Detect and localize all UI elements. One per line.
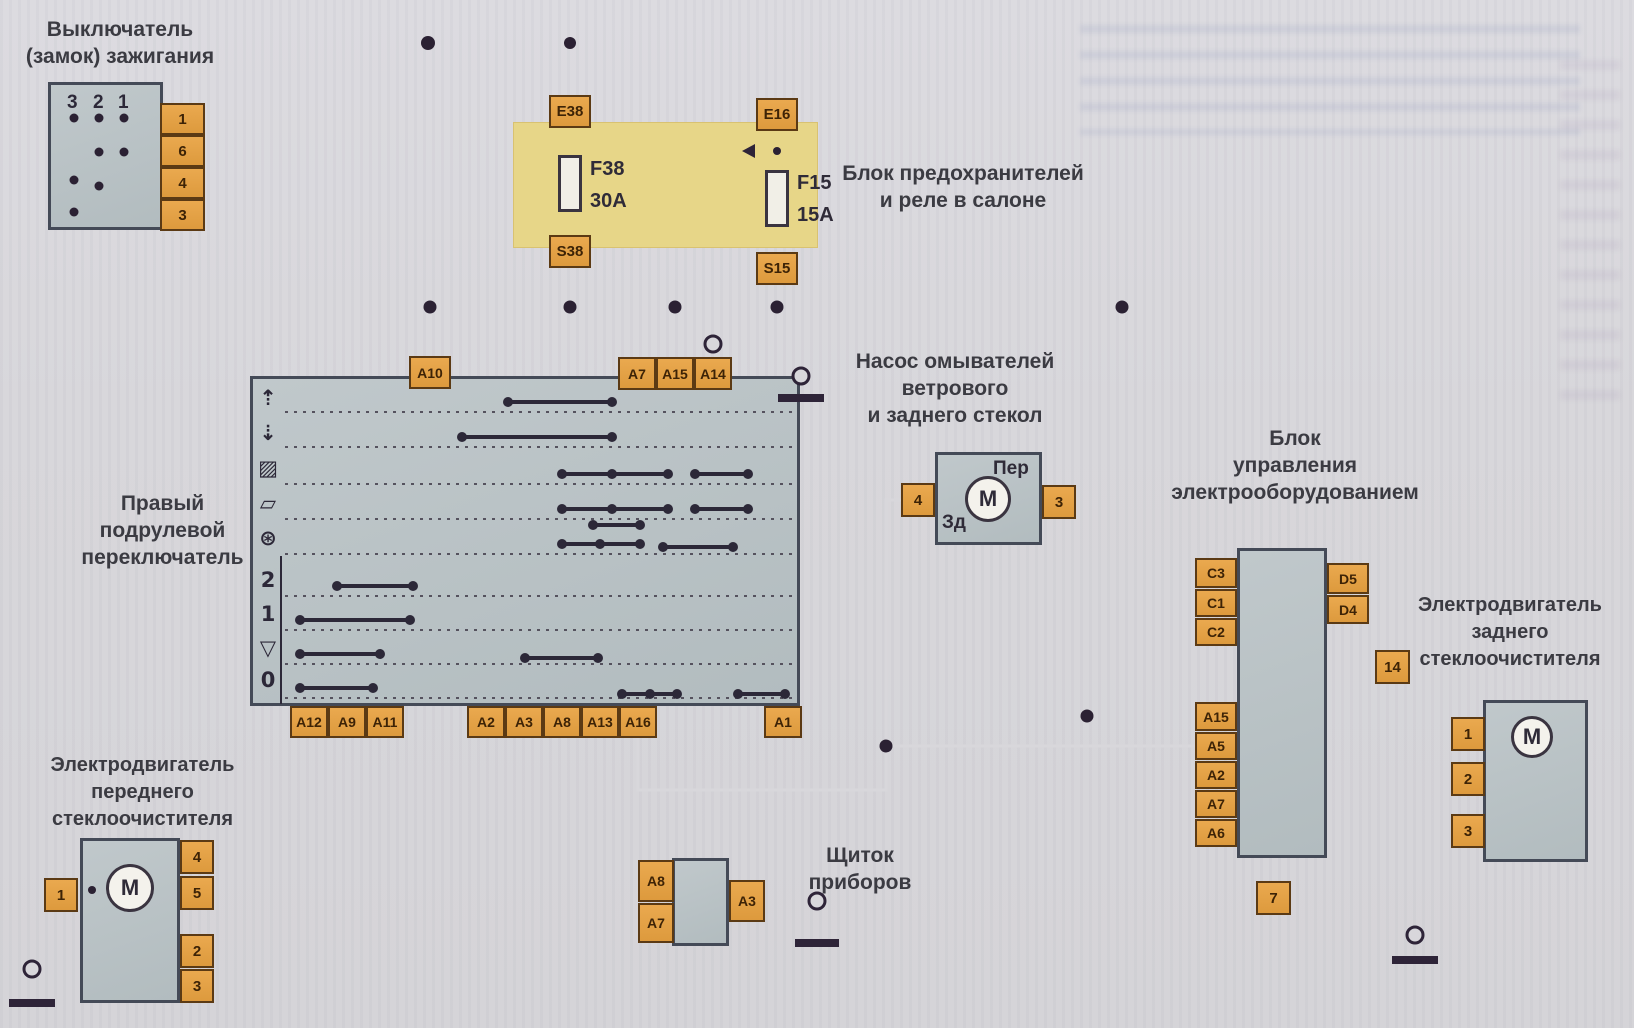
- terminal-front-4: 4: [180, 840, 214, 874]
- speed-2-label: 2: [260, 568, 276, 592]
- ignition-col-2: 2: [93, 92, 104, 113]
- fuse-f15-rating: 15A: [797, 204, 834, 226]
- fuse-f38: [558, 155, 582, 212]
- terminal-front-3: 3: [180, 969, 214, 1003]
- terminal-sw-a15: A15: [656, 357, 694, 390]
- rear-wiper-motor-symbol: М: [1511, 716, 1553, 758]
- washer-motor-symbol: М: [965, 476, 1011, 522]
- fuse-f15: [765, 170, 789, 227]
- terminal-ignition-3: 3: [160, 199, 205, 231]
- terminal-ctrl-c1: C1: [1195, 589, 1237, 617]
- terminal-rear-1: 1: [1451, 717, 1485, 751]
- terminal-ctrl-d4: D4: [1327, 595, 1369, 624]
- terminal-ctrl-a15: A15: [1195, 702, 1237, 731]
- terminal-washer-4: 4: [901, 483, 935, 517]
- terminal-cluster-a8: A8: [638, 860, 674, 902]
- column-switch-box: [250, 376, 800, 706]
- front-wiper-motor-symbol: М: [106, 864, 154, 912]
- ignition-label: Выключатель(замок) зажигания: [25, 18, 215, 68]
- windshield-wash-icon: ▨: [258, 456, 278, 480]
- terminal-sw-a9: A9: [328, 706, 366, 738]
- terminal-connector-14: 14: [1375, 650, 1410, 684]
- terminal-sw-a3: A3: [505, 706, 543, 738]
- rear-wash-icon: ▽: [259, 636, 277, 660]
- terminal-washer-3: 3: [1042, 485, 1076, 519]
- cluster-box: [672, 858, 729, 946]
- terminal-a10: A10: [409, 356, 451, 389]
- ignition-col-3: 3: [67, 92, 78, 113]
- washer-rear-label: Зд: [942, 512, 966, 533]
- terminal-s38: S38: [549, 235, 591, 268]
- terminal-sw-a1: A1: [764, 706, 802, 738]
- ignition-col-1: 1: [118, 92, 129, 113]
- terminal-front-2: 2: [180, 934, 214, 968]
- washer-front-label: Пер: [993, 458, 1029, 479]
- wiper-intermittent-up-icon: ⇡: [259, 386, 277, 410]
- terminal-ignition-4: 4: [160, 167, 205, 199]
- fuse-f38-name: F38: [590, 158, 625, 180]
- terminal-e16: E16: [756, 98, 798, 131]
- terminal-e38: E38: [549, 95, 591, 128]
- terminal-front-5: 5: [180, 876, 214, 910]
- terminal-ctrl-d5: D5: [1327, 563, 1369, 594]
- terminal-sw-a12: A12: [290, 706, 328, 738]
- terminal-s15: S15: [756, 252, 798, 285]
- terminal-ctrl-a7: A7: [1195, 790, 1237, 818]
- speed-0-label: 0: [260, 668, 276, 692]
- terminal-ctrl-c3: C3: [1195, 558, 1237, 588]
- bleed-through-top-right: [1080, 25, 1580, 135]
- terminal-ctrl-a5: A5: [1195, 732, 1237, 760]
- wiper-blade-icon: ▱: [259, 491, 277, 515]
- terminal-ignition-6: 6: [160, 135, 205, 167]
- terminal-ctrl-a6: A6: [1195, 819, 1237, 847]
- terminal-sw-a2: A2: [467, 706, 505, 738]
- wiper-intermittent-down-icon: ⇣: [259, 421, 277, 445]
- speed-1-label: 1: [260, 602, 276, 626]
- terminal-connector-7: 7: [1256, 881, 1291, 915]
- terminal-cluster-a7: A7: [638, 903, 674, 943]
- terminal-sw-a13: A13: [581, 706, 619, 738]
- terminal-ctrl-c2: C2: [1195, 618, 1237, 646]
- terminal-sw-a11: A11: [366, 706, 404, 738]
- terminal-sw-a16: A16: [619, 706, 657, 738]
- terminal-sw-a8: A8: [543, 706, 581, 738]
- terminal-cluster-a3: A3: [729, 880, 765, 922]
- fuse-f15-name: F15: [797, 172, 832, 194]
- terminal-sw-a7: A7: [618, 357, 656, 390]
- terminal-rear-2: 2: [1451, 762, 1485, 796]
- spray-icon: ⊛: [259, 526, 277, 550]
- terminal-sw-a14: A14: [694, 357, 732, 390]
- terminal-ctrl-a2: A2: [1195, 761, 1237, 789]
- bleed-through-right-edge: [1560, 60, 1620, 420]
- terminal-rear-3: 3: [1451, 814, 1485, 848]
- control-unit-box: [1237, 548, 1327, 858]
- terminal-front-1: 1: [44, 878, 78, 912]
- fuse-f38-rating: 30A: [590, 190, 627, 212]
- terminal-ignition-1: 1: [160, 103, 205, 135]
